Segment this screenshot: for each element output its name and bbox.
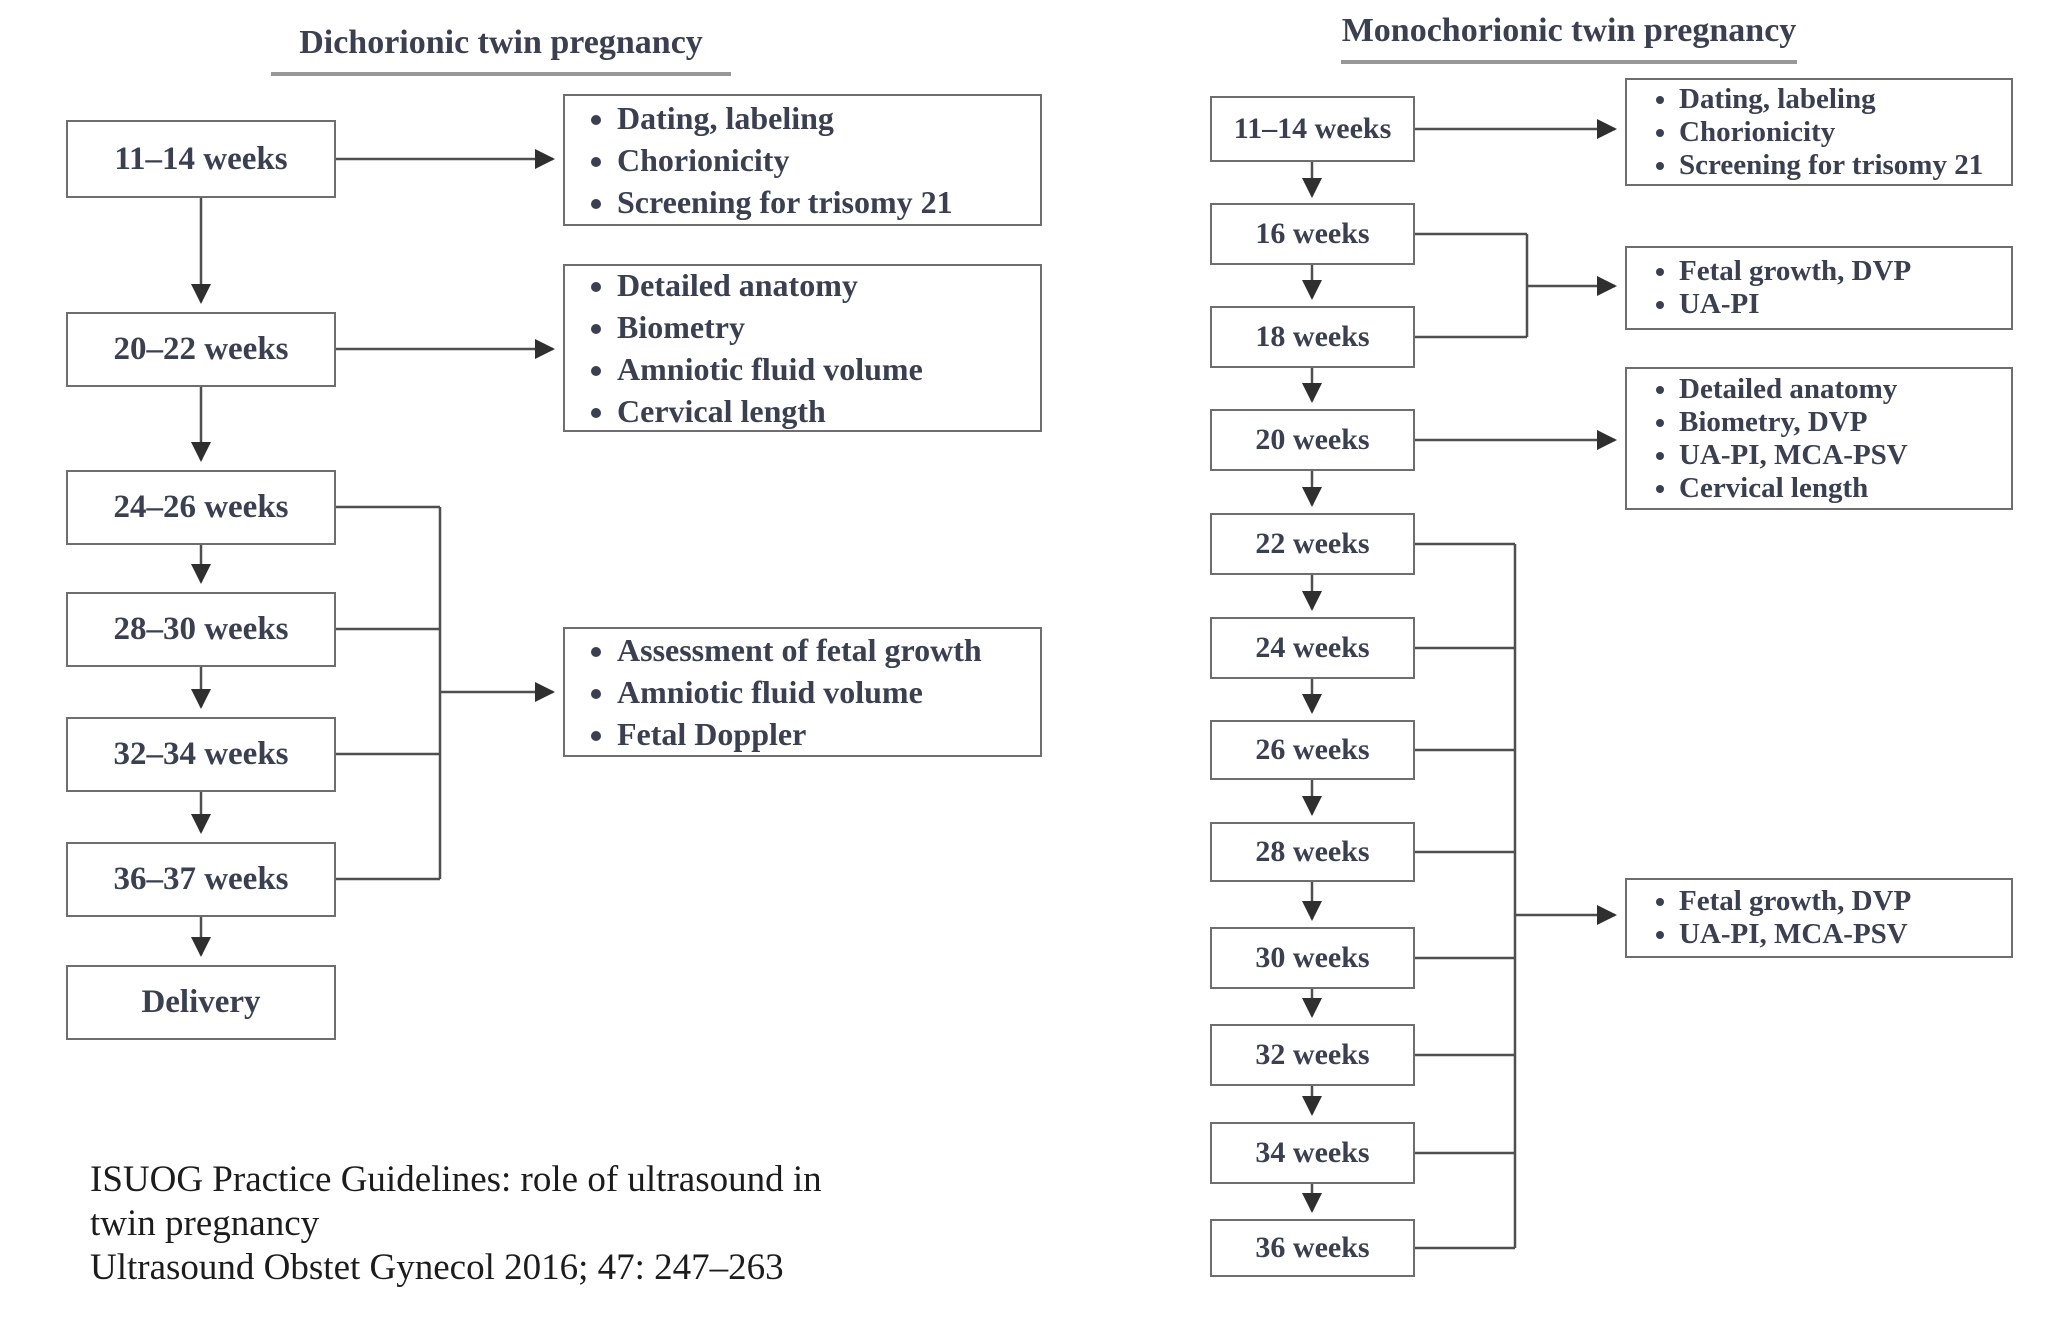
bullet-item: UA-PI, MCA-PSV bbox=[1679, 439, 2005, 472]
bullet-item: Biometry, DVP bbox=[1679, 406, 2005, 439]
caption-line: ISUOG Practice Guidelines: role of ultra… bbox=[90, 1159, 822, 1200]
left-stage-20-22-weeks: 20–22 weeks bbox=[66, 312, 336, 387]
left-stage-28-30-weeks: 28–30 weeks bbox=[66, 592, 336, 667]
right-info-box-16-18-weeks: Fetal growth, DVP UA-PI bbox=[1625, 246, 2013, 330]
right-stage-32-weeks: 32 weeks bbox=[1210, 1024, 1415, 1086]
right-info-box-first-trimester: Dating, labeling Chorionicity Screening … bbox=[1625, 78, 2013, 186]
left-chart-title: Dichorionic twin pregnancy bbox=[271, 24, 731, 76]
right-stage-28-weeks: 28 weeks bbox=[1210, 822, 1415, 882]
bullet-item: Fetal growth, DVP bbox=[1679, 885, 2005, 918]
right-info-box-serial-surveillance: Fetal growth, DVP UA-PI, MCA-PSV bbox=[1625, 878, 2013, 958]
left-info-box-growth-surveillance: Assessment of fetal growth Amniotic flui… bbox=[563, 627, 1042, 757]
bullet-item: Fetal growth, DVP bbox=[1679, 255, 2005, 288]
right-stage-20-weeks: 20 weeks bbox=[1210, 409, 1415, 471]
right-stage-18-weeks: 18 weeks bbox=[1210, 306, 1415, 368]
left-info-box-first-trimester: Dating, labeling Chorionicity Screening … bbox=[563, 94, 1042, 226]
right-stage-11-14-weeks: 11–14 weeks bbox=[1210, 96, 1415, 162]
left-stage-11-14-weeks: 11–14 weeks bbox=[66, 120, 336, 198]
left-stage-delivery: Delivery bbox=[66, 965, 336, 1040]
caption-line: twin pregnancy bbox=[90, 1203, 320, 1244]
bullet-item: Biometry bbox=[617, 306, 1034, 348]
bullet-item: Cervical length bbox=[1679, 472, 2005, 505]
caption-line: Ultrasound Obstet Gynecol 2016; 47: 247–… bbox=[90, 1247, 784, 1288]
bullet-item: Cervical length bbox=[617, 390, 1034, 432]
bullet-item: Fetal Doppler bbox=[617, 713, 1034, 755]
bullet-item: Screening for trisomy 21 bbox=[617, 181, 1034, 223]
bullet-item: Dating, labeling bbox=[617, 97, 1034, 139]
right-chart-title: Monochorionic twin pregnancy bbox=[1341, 12, 1797, 64]
left-info-box-anomaly-scan: Detailed anatomy Biometry Amniotic fluid… bbox=[563, 264, 1042, 432]
right-stage-24-weeks: 24 weeks bbox=[1210, 617, 1415, 679]
right-info-box-20-weeks: Detailed anatomy Biometry, DVP UA-PI, MC… bbox=[1625, 367, 2013, 510]
bullet-item: Screening for trisomy 21 bbox=[1679, 149, 2005, 182]
right-stage-16-weeks: 16 weeks bbox=[1210, 203, 1415, 265]
bullet-item: Chorionicity bbox=[1679, 116, 2005, 149]
bullet-item: UA-PI bbox=[1679, 288, 2005, 321]
bullet-item: UA-PI, MCA-PSV bbox=[1679, 918, 2005, 951]
bullet-item: Assessment of fetal growth bbox=[617, 629, 1034, 671]
left-stage-36-37-weeks: 36–37 weeks bbox=[66, 842, 336, 917]
bullet-item: Amniotic fluid volume bbox=[617, 348, 1034, 390]
right-stage-22-weeks: 22 weeks bbox=[1210, 513, 1415, 575]
bullet-item: Detailed anatomy bbox=[1679, 373, 2005, 406]
left-stage-24-26-weeks: 24–26 weeks bbox=[66, 470, 336, 545]
bullet-item: Dating, labeling bbox=[1679, 83, 2005, 116]
left-stage-32-34-weeks: 32–34 weeks bbox=[66, 717, 336, 792]
bullet-item: Detailed anatomy bbox=[617, 264, 1034, 306]
right-stage-36-weeks: 36 weeks bbox=[1210, 1219, 1415, 1277]
right-stage-26-weeks: 26 weeks bbox=[1210, 720, 1415, 780]
right-stage-34-weeks: 34 weeks bbox=[1210, 1122, 1415, 1184]
bullet-item: Amniotic fluid volume bbox=[617, 671, 1034, 713]
right-stage-30-weeks: 30 weeks bbox=[1210, 927, 1415, 989]
bullet-item: Chorionicity bbox=[617, 139, 1034, 181]
citation-caption: ISUOG Practice Guidelines: role of ultra… bbox=[90, 1158, 990, 1290]
